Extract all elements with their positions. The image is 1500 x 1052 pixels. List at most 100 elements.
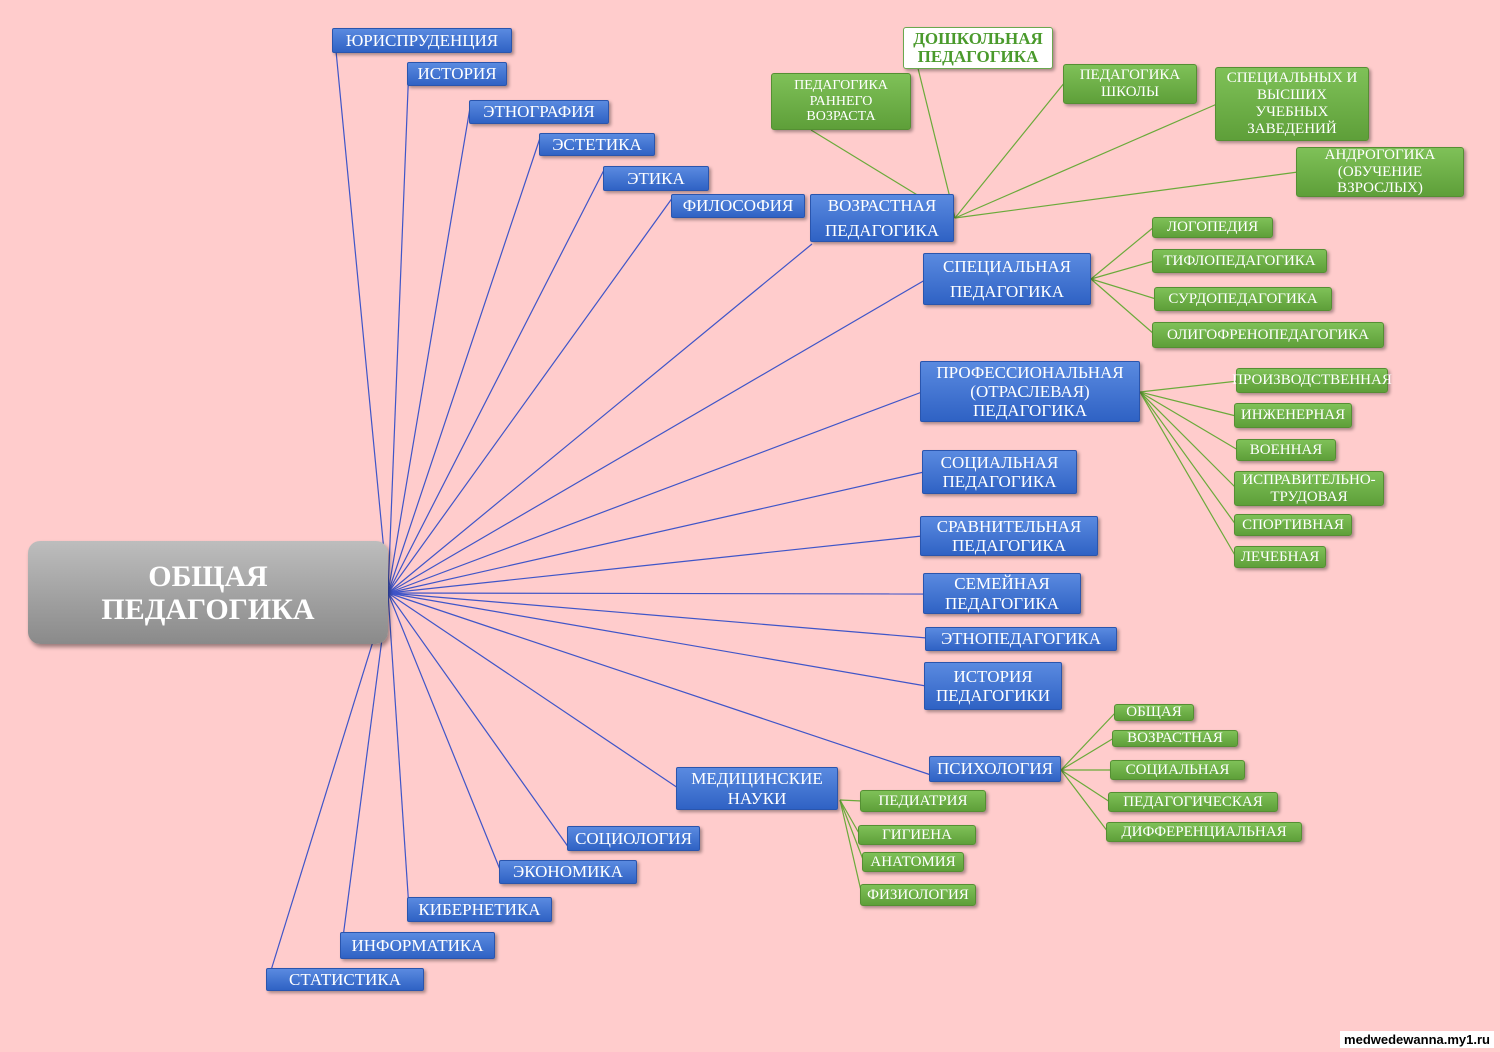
node-higher-education-pedagogy[interactable]: СПЕЦИАЛЬНЫХ И ВЫСШИХ УЧЕБНЫХ ЗАВЕДЕНИЙ bbox=[1215, 67, 1369, 141]
node-philosophy[interactable]: ФИЛОСОФИЯ bbox=[671, 194, 805, 218]
connector-line bbox=[1139, 391, 1239, 451]
label: ЮРИСПРУДЕНЦИЯ bbox=[345, 30, 499, 50]
label-line-1: ВОЗРАСТНАЯ bbox=[827, 195, 937, 215]
label: ОБЩАЯ bbox=[1126, 704, 1182, 721]
node-medical[interactable]: ЛЕЧЕБНАЯ bbox=[1234, 546, 1326, 568]
node-ethnopedagogy[interactable]: ЭТНОПЕДАГОГИКА bbox=[925, 627, 1117, 651]
connector-line bbox=[1139, 391, 1237, 558]
label: ПРОИЗВОДСТВЕННАЯ bbox=[1232, 372, 1392, 389]
node-medical-sciences[interactable]: МЕДИЦИНСКИЕ НАУКИ bbox=[676, 767, 838, 810]
label-line-1: ПЕДАГОГИКА bbox=[794, 77, 888, 93]
connector-line bbox=[1060, 737, 1115, 771]
label: АНАТОМИЯ bbox=[870, 853, 956, 870]
connector-line bbox=[387, 592, 928, 639]
node-typhlopedagogy[interactable]: ТИФЛОПЕДАГОГИКА bbox=[1152, 249, 1327, 273]
connector-line bbox=[387, 243, 813, 594]
node-special-pedagogy[interactable]: СПЕЦИАЛЬНАЯ ПЕДАГОГИКА bbox=[923, 253, 1091, 305]
node-psy-differential[interactable]: ДИФФЕРЕНЦИАЛЬНАЯ bbox=[1106, 822, 1302, 842]
label-line-2: (ОБУЧЕНИЕ bbox=[1337, 163, 1423, 180]
connector-line bbox=[1060, 769, 1109, 833]
connector-line bbox=[387, 101, 472, 594]
label-line-1: МЕДИЦИНСКИЕ bbox=[691, 769, 823, 789]
node-corrective-labor[interactable]: ИСПРАВИТЕЛЬНО- ТРУДОВАЯ bbox=[1234, 471, 1384, 506]
label-line-1: ПЕДАГОГИКА bbox=[1079, 67, 1181, 84]
connector-line bbox=[954, 171, 1299, 219]
label-line-3: ВЗРОСЛЫХ) bbox=[1337, 180, 1423, 197]
node-engineering[interactable]: ИНЖЕНЕРНАЯ bbox=[1234, 403, 1352, 428]
label-line-1: ДОШКОЛЬНАЯ bbox=[913, 29, 1043, 49]
connector-line bbox=[1090, 226, 1155, 280]
node-comparative-pedagogy[interactable]: СРАВНИТЕЛЬНАЯ ПЕДАГОГИКА bbox=[920, 516, 1098, 556]
connector-line bbox=[333, 29, 389, 594]
node-history-of-pedagogy[interactable]: ИСТОРИЯ ПЕДАГОГИКИ bbox=[924, 662, 1062, 710]
node-sociology[interactable]: СОЦИОЛОГИЯ bbox=[567, 826, 700, 851]
node-psy-social[interactable]: СОЦИАЛЬНАЯ bbox=[1110, 760, 1245, 780]
node-physiology[interactable]: ФИЗИОЛОГИЯ bbox=[860, 884, 976, 906]
label: СОЦИОЛОГИЯ bbox=[575, 828, 692, 848]
connector-line bbox=[387, 592, 570, 849]
connector-line bbox=[387, 592, 932, 776]
node-cybernetics[interactable]: КИБЕРНЕТИКА bbox=[407, 897, 552, 922]
center-node-general-pedagogy[interactable]: ОБЩАЯ ПЕДАГОГИКА bbox=[28, 541, 388, 644]
node-oligophrenopedagogy[interactable]: ОЛИГОФРЕНОПЕДАГОГИКА bbox=[1152, 322, 1384, 348]
connector-line bbox=[1139, 391, 1237, 489]
connector-line bbox=[387, 279, 926, 594]
label-line-1: СОЦИАЛЬНАЯ bbox=[940, 452, 1059, 472]
label: СПОРТИВНАЯ bbox=[1242, 516, 1344, 533]
label-line-2: ПЕДАГОГИКИ bbox=[936, 686, 1050, 705]
label: ЛОГОПЕДИЯ bbox=[1166, 219, 1259, 236]
node-professional-pedagogy[interactable]: ПРОФЕССИОНАЛЬНАЯ (ОТРАСЛЕВАЯ) ПЕДАГОГИКА bbox=[920, 361, 1140, 422]
node-psy-pedagogical[interactable]: ПЕДАГОГИЧЕСКАЯ bbox=[1108, 792, 1278, 812]
node-military[interactable]: ВОЕННАЯ bbox=[1236, 439, 1336, 461]
node-psychology[interactable]: ПСИХОЛОГИЯ bbox=[929, 756, 1061, 782]
node-ethnography[interactable]: ЭТНОГРАФИЯ bbox=[469, 100, 609, 124]
connector-line bbox=[1090, 278, 1155, 335]
center-line-1: ОБЩАЯ bbox=[148, 559, 268, 593]
connector-line bbox=[387, 592, 926, 595]
node-family-pedagogy[interactable]: СЕМЕЙНАЯ ПЕДАГОГИКА bbox=[923, 573, 1081, 614]
label-line-2: НАУКИ bbox=[727, 788, 787, 808]
label-line-1: СПЕЦИАЛЬНЫХ И bbox=[1226, 70, 1358, 87]
connector-line bbox=[1090, 260, 1155, 280]
label-line-2: ПЕДАГОГИКА bbox=[952, 536, 1066, 555]
node-logopedics[interactable]: ЛОГОПЕДИЯ bbox=[1152, 217, 1273, 238]
node-andragogy[interactable]: АНДРОГОГИКА (ОБУЧЕНИЕ ВЗРОСЛЫХ) bbox=[1296, 147, 1464, 197]
node-sports[interactable]: СПОРТИВНАЯ bbox=[1234, 514, 1352, 536]
node-psy-age[interactable]: ВОЗРАСТНАЯ bbox=[1112, 730, 1238, 747]
connector-line bbox=[387, 63, 410, 594]
connector-line bbox=[341, 592, 389, 946]
label-line-2: ПЕДАГОГИКА bbox=[917, 47, 1039, 66]
label-line-1: ИСТОРИЯ bbox=[953, 666, 1033, 686]
connector-line bbox=[1060, 769, 1111, 803]
connector-line bbox=[839, 799, 865, 863]
node-informatics[interactable]: ИНФОРМАТИКА bbox=[340, 932, 495, 959]
node-preschool-pedagogy[interactable]: ДОШКОЛЬНАЯ ПЕДАГОГИКА bbox=[903, 27, 1053, 69]
node-pediatrics[interactable]: ПЕДИАТРИЯ bbox=[860, 790, 986, 812]
label-line-1: ПРОФЕССИОНАЛЬНАЯ bbox=[936, 362, 1124, 382]
label: КИБЕРНЕТИКА bbox=[418, 899, 541, 919]
connector-line bbox=[839, 799, 861, 836]
node-psy-general[interactable]: ОБЩАЯ bbox=[1114, 704, 1194, 721]
label-line-2: ВЫСШИХ bbox=[1257, 87, 1327, 104]
node-hygiene[interactable]: ГИГИЕНА bbox=[858, 825, 976, 845]
node-early-age-pedagogy[interactable]: ПЕДАГОГИКА РАННЕГО ВОЗРАСТА bbox=[771, 73, 911, 130]
node-surdopedagogy[interactable]: СУРДОПЕДАГОГИКА bbox=[1154, 287, 1332, 311]
node-economics[interactable]: ЭКОНОМИКА bbox=[499, 860, 637, 884]
label-line-1: АНДРОГОГИКА bbox=[1324, 146, 1436, 163]
node-statistics[interactable]: СТАТИСТИКА bbox=[266, 968, 424, 991]
connector-line bbox=[387, 134, 542, 594]
node-industrial[interactable]: ПРОИЗВОДСТВЕННАЯ bbox=[1232, 368, 1392, 393]
node-history[interactable]: ИСТОРИЯ bbox=[407, 62, 507, 86]
connector-line bbox=[267, 592, 389, 981]
node-anatomy[interactable]: АНАТОМИЯ bbox=[862, 852, 964, 872]
connector-line bbox=[387, 391, 923, 594]
node-age-pedagogy[interactable]: ВОЗРАСТНАЯ ПЕДАГОГИКА bbox=[810, 194, 954, 242]
node-ethics[interactable]: ЭТИКА bbox=[603, 166, 709, 191]
label-line-2: ПЕДАГОГИКА bbox=[945, 593, 1059, 613]
node-school-pedagogy[interactable]: ПЕДАГОГИКА ШКОЛЫ bbox=[1063, 64, 1197, 104]
node-aesthetics[interactable]: ЭСТЕТИКА bbox=[539, 133, 655, 156]
label: ПЕДАГОГИЧЕСКАЯ bbox=[1123, 793, 1263, 810]
node-jurisprudence[interactable]: ЮРИСПРУДЕНЦИЯ bbox=[332, 28, 512, 53]
node-social-pedagogy[interactable]: СОЦИАЛЬНАЯ ПЕДАГОГИКА bbox=[922, 450, 1077, 494]
